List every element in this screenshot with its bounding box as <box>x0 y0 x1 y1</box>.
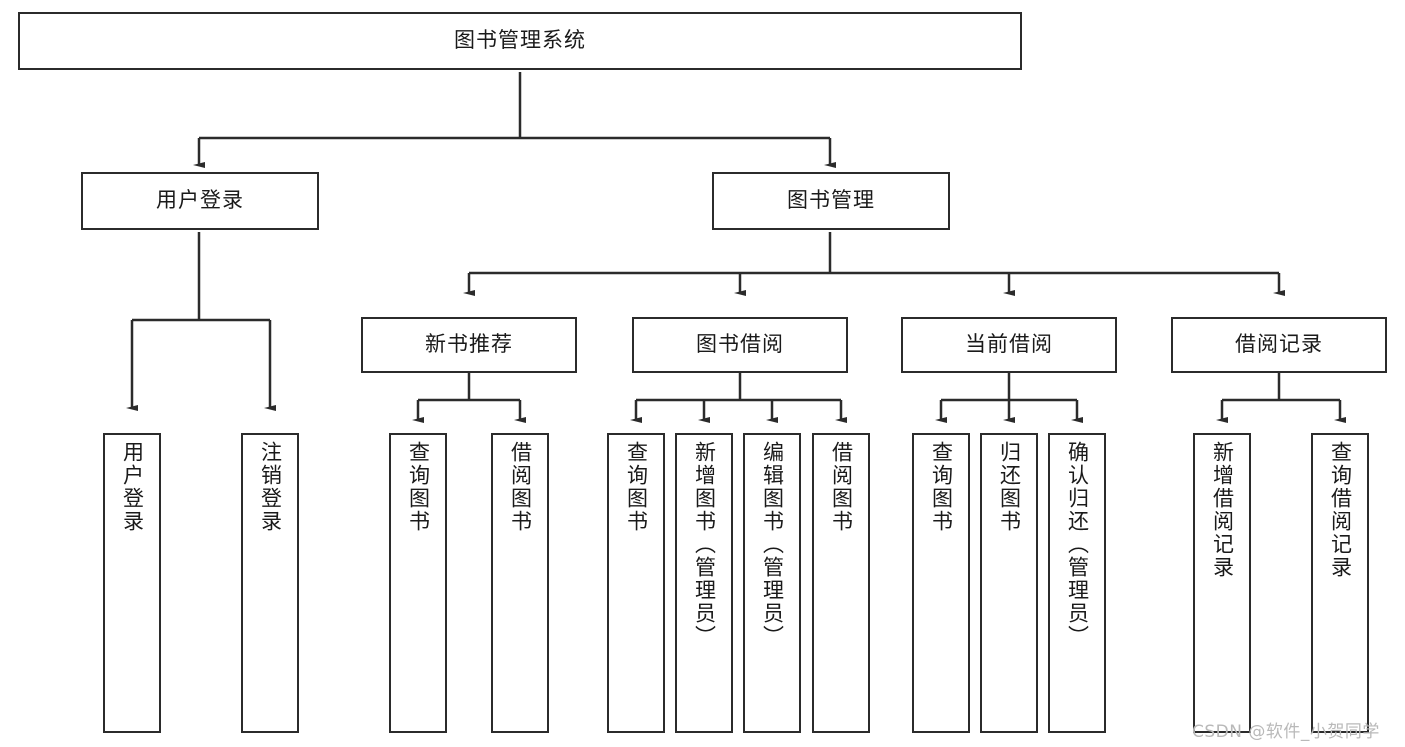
node-book-borrow[interactable]: 图书借阅 <box>632 317 848 373</box>
leaf-query-book-current[interactable]: 查询图书 <box>912 433 970 733</box>
node-label: 新增借阅记录 <box>1210 441 1235 579</box>
node-label: 查询图书 <box>406 441 431 533</box>
node-borrow-records[interactable]: 借阅记录 <box>1171 317 1387 373</box>
leaf-logout[interactable]: 注销登录 <box>241 433 299 733</box>
node-label: 图书借阅 <box>696 332 784 357</box>
leaf-user-login[interactable]: 用户登录 <box>103 433 161 733</box>
watermark: CSDN @软件_小贺同学 <box>1192 722 1380 742</box>
node-label: 查询图书 <box>624 441 649 533</box>
node-label: 查询借阅记录 <box>1328 441 1353 579</box>
node-label: 用户登录 <box>156 188 244 213</box>
node-label: 当前借阅 <box>965 332 1053 357</box>
node-book-management[interactable]: 图书管理 <box>712 172 950 230</box>
node-user-login[interactable]: 用户登录 <box>81 172 319 230</box>
node-label: 查询图书 <box>929 441 954 533</box>
leaf-add-borrow-record[interactable]: 新增借阅记录 <box>1193 433 1251 733</box>
leaf-return-book[interactable]: 归还图书 <box>980 433 1038 733</box>
node-label: 用户登录 <box>120 441 145 533</box>
node-label: 借阅图书 <box>829 441 854 533</box>
leaf-edit-book-admin[interactable]: 编辑图书（管理员） <box>743 433 801 733</box>
leaf-borrow-book-recommend[interactable]: 借阅图书 <box>491 433 549 733</box>
node-label: 借阅图书 <box>508 441 533 533</box>
leaf-add-book-admin[interactable]: 新增图书（管理员） <box>675 433 733 733</box>
node-label: 借阅记录 <box>1235 332 1323 357</box>
node-label: 归还图书 <box>997 441 1022 533</box>
node-label: 图书管理系统 <box>454 28 586 53</box>
node-label: 编辑图书（管理员） <box>760 441 785 648</box>
node-new-book-recommend[interactable]: 新书推荐 <box>361 317 577 373</box>
node-label: 新增图书（管理员） <box>692 441 717 648</box>
leaf-query-book-recommend[interactable]: 查询图书 <box>389 433 447 733</box>
leaf-confirm-return-admin[interactable]: 确认归还（管理员） <box>1048 433 1106 733</box>
node-label: 图书管理 <box>787 188 875 213</box>
leaf-query-book-borrow[interactable]: 查询图书 <box>607 433 665 733</box>
node-label: 注销登录 <box>258 441 283 533</box>
node-label: 新书推荐 <box>425 332 513 357</box>
node-label: 确认归还（管理员） <box>1065 441 1090 648</box>
node-root[interactable]: 图书管理系统 <box>18 12 1022 70</box>
leaf-query-borrow-record[interactable]: 查询借阅记录 <box>1311 433 1369 733</box>
node-current-borrow[interactable]: 当前借阅 <box>901 317 1117 373</box>
leaf-borrow-book[interactable]: 借阅图书 <box>812 433 870 733</box>
